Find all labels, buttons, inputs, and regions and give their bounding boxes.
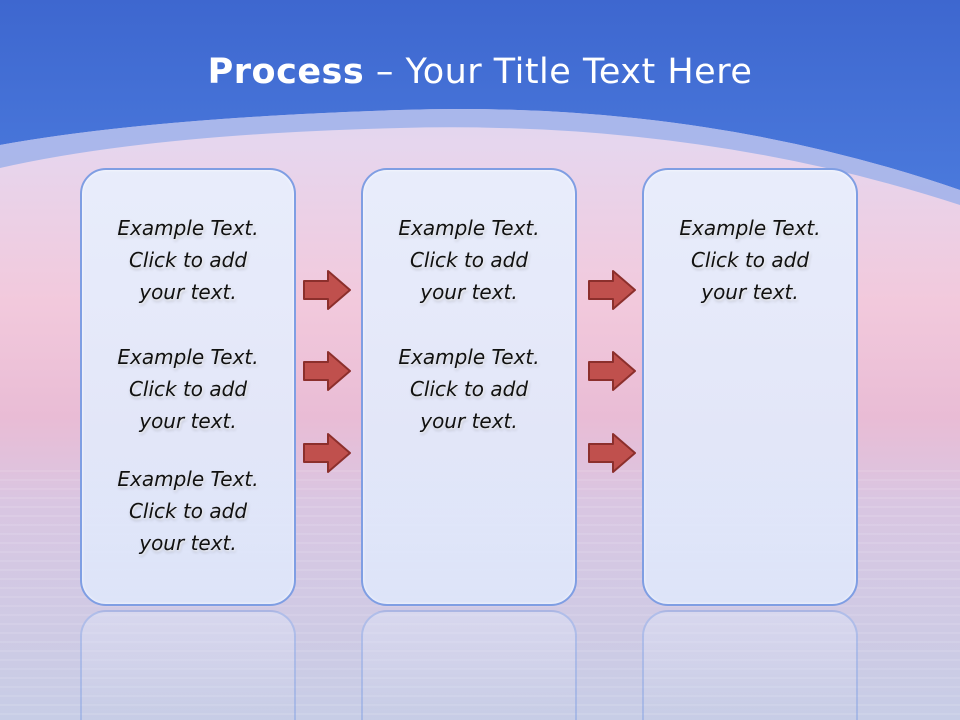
- text-line: Example Text.: [117, 216, 259, 240]
- text-block[interactable]: Example Text. Click to add your text.: [82, 341, 294, 437]
- text-line: Click to add: [128, 377, 248, 401]
- panel-reflection: [361, 610, 577, 720]
- right-arrow-icon[interactable]: [587, 269, 637, 311]
- text-line: Click to add: [128, 248, 248, 272]
- text-line: Click to add: [128, 499, 248, 523]
- right-arrow-icon[interactable]: [587, 432, 637, 474]
- right-arrow-icon[interactable]: [587, 350, 637, 392]
- text-line: your text.: [139, 409, 237, 433]
- text-line: your text.: [139, 531, 237, 555]
- right-arrow-icon[interactable]: [302, 269, 352, 311]
- slide-title[interactable]: Process – Your Title Text Here: [0, 52, 960, 92]
- header-band: [0, 0, 960, 205]
- text-block[interactable]: Example Text. Click to add your text.: [644, 212, 856, 308]
- text-line: Example Text.: [679, 216, 821, 240]
- process-panel-1[interactable]: Example Text. Click to add your text. Ex…: [80, 168, 296, 606]
- text-line: your text.: [420, 280, 518, 304]
- text-block[interactable]: Example Text. Click to add your text.: [82, 463, 294, 559]
- text-line: Click to add: [409, 248, 529, 272]
- text-line: your text.: [701, 280, 799, 304]
- title-rest: – Your Title Text Here: [364, 52, 753, 92]
- panel-reflection: [642, 610, 858, 720]
- text-line: Example Text.: [117, 345, 259, 369]
- right-arrow-icon[interactable]: [302, 432, 352, 474]
- right-arrow-icon[interactable]: [302, 350, 352, 392]
- text-block[interactable]: Example Text. Click to add your text.: [363, 212, 575, 308]
- process-panel-2[interactable]: Example Text. Click to add your text. Ex…: [361, 168, 577, 606]
- text-block[interactable]: Example Text. Click to add your text.: [82, 212, 294, 308]
- process-panel-3[interactable]: Example Text. Click to add your text.: [642, 168, 858, 606]
- text-line: Click to add: [409, 377, 529, 401]
- text-block[interactable]: Example Text. Click to add your text.: [363, 341, 575, 437]
- text-line: your text.: [420, 409, 518, 433]
- title-strong: Process: [207, 52, 365, 92]
- text-line: Click to add: [690, 248, 810, 272]
- text-line: Example Text.: [398, 216, 540, 240]
- text-line: your text.: [139, 280, 237, 304]
- text-line: Example Text.: [117, 467, 259, 491]
- text-line: Example Text.: [398, 345, 540, 369]
- panel-reflection: [80, 610, 296, 720]
